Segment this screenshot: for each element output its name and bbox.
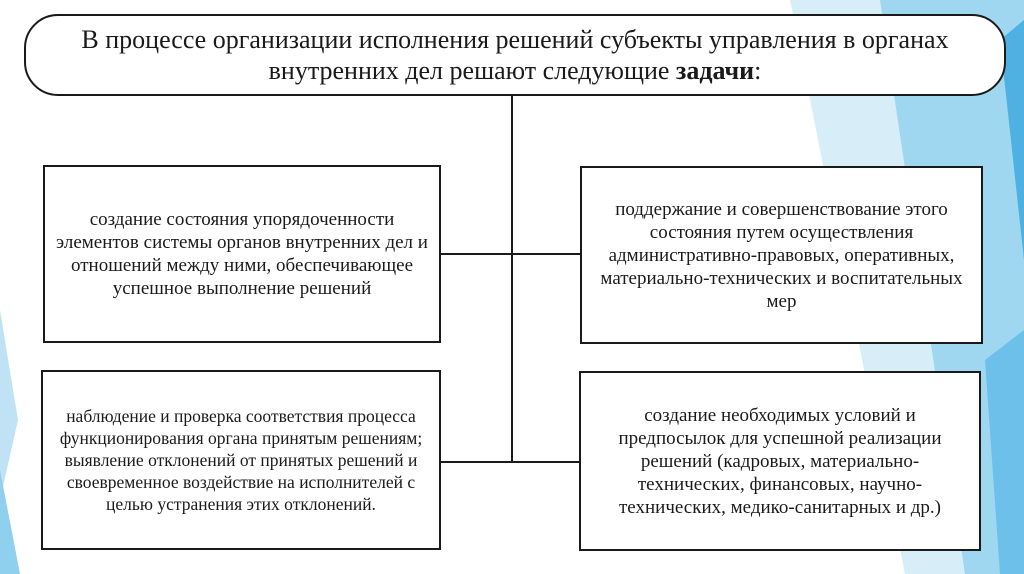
task-box-conditions: создание необходимых условий и предпосыл…: [579, 371, 981, 551]
bg-shape-left-bottom: [0, 470, 20, 574]
task-box-ordering: создание состояния упорядоченности элеме…: [43, 165, 441, 343]
connector-top-row: [441, 253, 580, 255]
task-text: поддержание и совершенствование этого со…: [600, 198, 963, 312]
title-bold-word: задачи: [675, 56, 755, 85]
title-tail: :: [754, 56, 762, 85]
task-box-maintenance: поддержание и совершенствование этого со…: [580, 166, 983, 344]
task-text: создание состояния упорядоченности элеме…: [56, 209, 428, 299]
bg-shape-right-accent: [1000, 20, 1024, 260]
task-text: наблюдение и проверка соответствия проце…: [59, 406, 423, 514]
task-box-monitoring: наблюдение и проверка соответствия проце…: [41, 370, 441, 550]
task-text: создание необходимых условий и предпосыл…: [618, 404, 942, 518]
title-box: В процессе организации исполнения решени…: [24, 14, 1006, 96]
bg-shape-left-strip: [0, 310, 18, 500]
connector-bottom-row: [441, 461, 579, 463]
title-main: В процессе организации исполнения решени…: [81, 25, 949, 85]
bg-shape-bottom-right: [985, 330, 1024, 574]
title-text: В процессе организации исполнения решени…: [66, 24, 964, 86]
connector-trunk: [511, 96, 513, 462]
